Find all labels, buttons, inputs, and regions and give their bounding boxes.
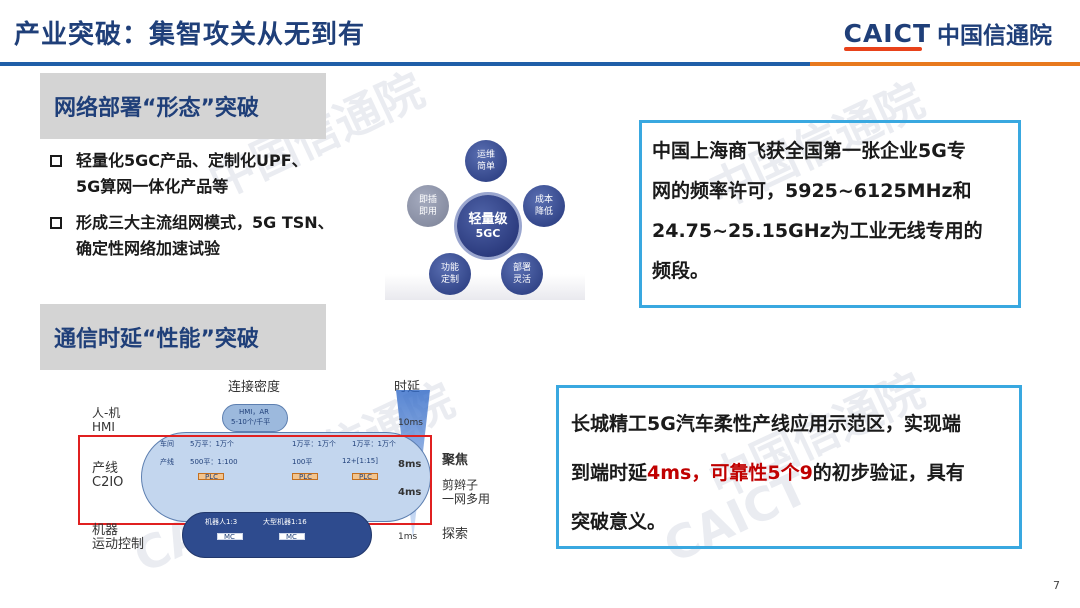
header-rule-blue [0, 62, 1080, 66]
plc-chip: PLC [352, 473, 378, 481]
text-line: 长城精工5G汽车柔性产线应用示范区，实现端 [571, 413, 961, 435]
mc-chip: MC [217, 533, 243, 541]
latency-value: 1ms [398, 532, 418, 542]
logo-swoosh [843, 46, 922, 51]
row-label-motion: 机器运动控制 [92, 523, 145, 552]
lightweight-5gc-diagram: 轻量级 5GC 运维简单 成本降低 部署灵活 功能定制 即插即用 [385, 135, 585, 300]
logo-english: CAICT [843, 19, 931, 51]
plc-chip: PLC [292, 473, 318, 481]
latency-value: 8ms [398, 459, 422, 470]
focus-sub-label: 一网多用 [442, 492, 491, 506]
5gc-center-circle: 轻量级 5GC [457, 195, 519, 257]
diagram-floor [385, 274, 585, 300]
bullet-line: 5G算网一体化产品等 [76, 177, 229, 196]
header-rule-orange [810, 62, 1080, 66]
node-ops-simple: 运维简单 [465, 140, 507, 182]
column-header-density: 连接密度 [228, 380, 281, 395]
square-bullet-icon [50, 155, 62, 167]
bullet-item: 轻量化5GC产品、定制化UPF、 5G算网一体化产品等 [46, 148, 386, 200]
section-label-latency: 通信时延“性能”突破 [40, 304, 326, 370]
bullet-line: 形成三大主流组网模式，5G TSN、 [76, 213, 334, 232]
section-label-deployment: 网络部署“形态”突破 [40, 73, 326, 139]
node-flexible-deploy: 部署灵活 [501, 253, 543, 295]
center-label: 轻量级 [468, 211, 508, 227]
bullet-line: 确定性网络加速试验 [76, 239, 221, 258]
node-plug-and-play: 即插即用 [407, 185, 449, 227]
square-bullet-icon [50, 217, 62, 229]
logo-chinese: 中国信通院 [937, 23, 1052, 49]
text-line: 频段。 [652, 260, 710, 282]
page-number: 7 [1053, 579, 1060, 592]
focus-sub-label: 剪辫子 [442, 478, 479, 492]
bullet-list: 轻量化5GC产品、定制化UPF、 5G算网一体化产品等 形成三大主流组网模式，5… [46, 148, 386, 272]
center-label: 5GC [475, 226, 501, 240]
text-line: 突破意义。 [571, 511, 667, 533]
mc-chip: MC [279, 533, 305, 541]
node-custom-function: 功能定制 [429, 253, 471, 295]
caict-logo: CAICT 中国信通院 [843, 16, 1052, 51]
density-blob-motion: 机器人1:3 大型机器1:16 MC MC [182, 512, 372, 558]
bullet-line: 轻量化5GC产品、定制化UPF、 [76, 151, 308, 170]
great-wall-case-box: 长城精工5G汽车柔性产线应用示范区，实现端 到端时延4ms，可靠性5个9的初步验… [556, 385, 1022, 549]
focus-label: 聚焦 [442, 453, 469, 468]
plc-chip: PLC [198, 473, 224, 481]
text-line: 24.75~25.15GHz为工业无线专用的 [652, 220, 983, 242]
text-line: 到端时延4ms，可靠性5个9的初步验证，具有 [571, 462, 965, 484]
text-line: 网的频率许可，5925~6125MHz和 [652, 180, 972, 202]
density-blob-production: 车间 5万平：1万个 1万平：1万个 1万平：1万个 产线 500平：1:100… [141, 432, 431, 522]
spectrum-license-box: 中国上海商飞获全国第一张企业5G专 网的频率许可，5925~6125MHz和 2… [639, 120, 1021, 308]
latency-value: 4ms [398, 487, 422, 498]
text-line: 中国上海商飞获全国第一张企业5G专 [652, 140, 966, 162]
bullet-item: 形成三大主流组网模式，5G TSN、 确定性网络加速试验 [46, 210, 386, 262]
highlight-red-text: 4ms，可靠性5个9 [647, 462, 813, 484]
node-cost-reduction: 成本降低 [523, 185, 565, 227]
explore-label: 探索 [442, 527, 469, 542]
page-title: 产业突破：集智攻关从无到有 [14, 20, 366, 50]
density-blob-hmi: HMI，AR 5-10个/千平 [222, 404, 288, 432]
latency-value: 10ms [398, 418, 423, 428]
